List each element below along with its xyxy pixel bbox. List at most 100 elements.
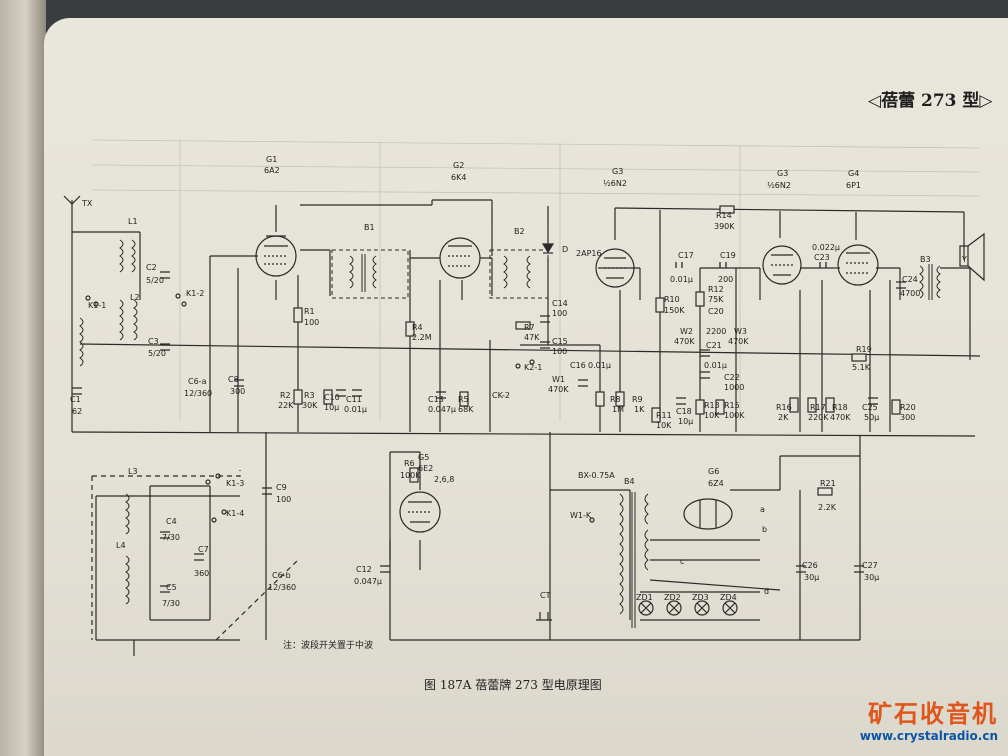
part-label: 7/30	[162, 599, 180, 608]
part-label: R1	[304, 307, 315, 316]
watermark-title: 矿石收音机	[868, 700, 998, 728]
tube-label: G2	[453, 161, 464, 170]
part-label: C25	[862, 403, 878, 412]
part-label: C6-a	[188, 377, 207, 386]
part-label: 47K	[524, 333, 540, 342]
part-label: C15	[552, 337, 568, 346]
part-label: BX-0.75A	[578, 471, 615, 480]
part-label: 4700	[900, 289, 920, 298]
part-label: K1-2	[186, 289, 204, 298]
tube-g1	[255, 235, 297, 277]
if-transformer-b2	[489, 249, 549, 299]
part-label: R21	[820, 479, 836, 488]
part-label: R11	[656, 411, 672, 420]
mains-plug	[536, 612, 552, 621]
part-label: B1	[364, 223, 375, 232]
part-label: C5	[166, 583, 177, 592]
resistors	[293, 205, 901, 496]
antenna-coils	[79, 239, 138, 605]
speaker	[959, 232, 985, 282]
tube-g5	[399, 491, 441, 533]
tube-type: ½6N2	[767, 181, 791, 190]
tube-label: G3	[612, 167, 623, 176]
tube-g2	[439, 237, 481, 279]
part-label: C22	[724, 373, 740, 382]
part-label: 10μ	[678, 417, 693, 426]
component-labels: G1 6A2 G2 6K4 G3 ½6N2 G3 ½6N2 G4 6P1 G5 …	[70, 155, 967, 608]
tube-type: 6K4	[451, 173, 466, 182]
part-label: 1000	[724, 383, 744, 392]
part-label: C21	[706, 341, 722, 350]
antenna-symbol	[63, 195, 81, 210]
part-label: C18	[676, 407, 692, 416]
if-transformer-b1	[331, 249, 409, 299]
part-label: 200	[718, 275, 733, 284]
tube-label: G5	[418, 453, 429, 462]
part-label: 390K	[714, 222, 735, 231]
part-label: 100K	[724, 411, 745, 420]
part-label: 470K	[728, 337, 749, 346]
part-label: 30μ	[804, 573, 819, 582]
part-label: L3	[128, 467, 138, 476]
part-label: a	[760, 505, 765, 514]
part-label: 470K	[830, 413, 851, 422]
figure-caption: 图 187A 蓓蕾牌 273 型电原理图	[424, 678, 602, 692]
part-label: C10	[324, 393, 340, 402]
part-label: b	[762, 525, 767, 534]
part-label: 5/20	[148, 349, 166, 358]
part-label: TX	[81, 199, 93, 208]
part-label: 62	[72, 407, 82, 416]
part-label: 5/20	[146, 276, 164, 285]
switch-note: 注：波段开关置于中波	[283, 641, 374, 651]
part-label: R13	[704, 401, 720, 410]
part-label: 100	[276, 495, 291, 504]
part-label: 10μ	[324, 403, 339, 412]
part-label: R19	[856, 345, 872, 354]
part-label: 100	[552, 309, 567, 318]
part-label: R8	[610, 395, 621, 404]
part-label: 30K	[302, 401, 318, 410]
part-label: C24	[902, 275, 918, 284]
part-label: R18	[832, 403, 848, 412]
part-label: 220K	[808, 413, 829, 422]
tube-g6	[683, 498, 733, 530]
part-label: C26	[802, 561, 818, 570]
part-label: W1-K	[570, 511, 592, 520]
part-label: 30μ	[864, 573, 879, 582]
part-label: W3	[734, 327, 747, 336]
tube-label: G6	[708, 467, 719, 476]
part-label: 150K	[664, 306, 685, 315]
part-label: C27	[862, 561, 878, 570]
part-label: 5.1K	[852, 363, 871, 372]
part-label: R12	[708, 285, 724, 294]
tube-label: G4	[848, 169, 859, 178]
bleed-through-table	[91, 139, 981, 420]
part-label: 12/360	[184, 389, 212, 398]
part-label: ZD4	[720, 593, 737, 602]
part-label: C11	[346, 395, 362, 404]
part-label: C3	[148, 337, 159, 346]
part-label: 1K	[634, 405, 645, 414]
tube-type: 6A2	[264, 166, 280, 175]
part-label: C23	[814, 253, 830, 262]
part-label: 68K	[458, 405, 474, 414]
part-label: 12/360	[268, 583, 296, 592]
part-label: R6	[404, 459, 415, 468]
part-label: C6-b	[272, 571, 291, 580]
part-label: 470K	[548, 385, 569, 394]
part-label: R20	[900, 403, 916, 412]
part-label: 100	[552, 347, 567, 356]
part-label: R7	[524, 323, 535, 332]
watermark-url: www.crystalradio.cn	[859, 729, 998, 743]
part-label: R5	[458, 395, 469, 404]
part-label: ZD2	[664, 593, 681, 602]
part-label: 0.047μ	[428, 405, 456, 414]
tube-label: G1	[266, 155, 277, 164]
part-label: R4	[412, 323, 423, 332]
part-label: 2K	[778, 413, 789, 422]
page-header: ◁蓓蕾 273 型▷	[868, 91, 993, 111]
part-label: C1	[70, 395, 81, 404]
part-label: 2.2M	[412, 333, 432, 342]
part-label: 300	[900, 413, 915, 422]
